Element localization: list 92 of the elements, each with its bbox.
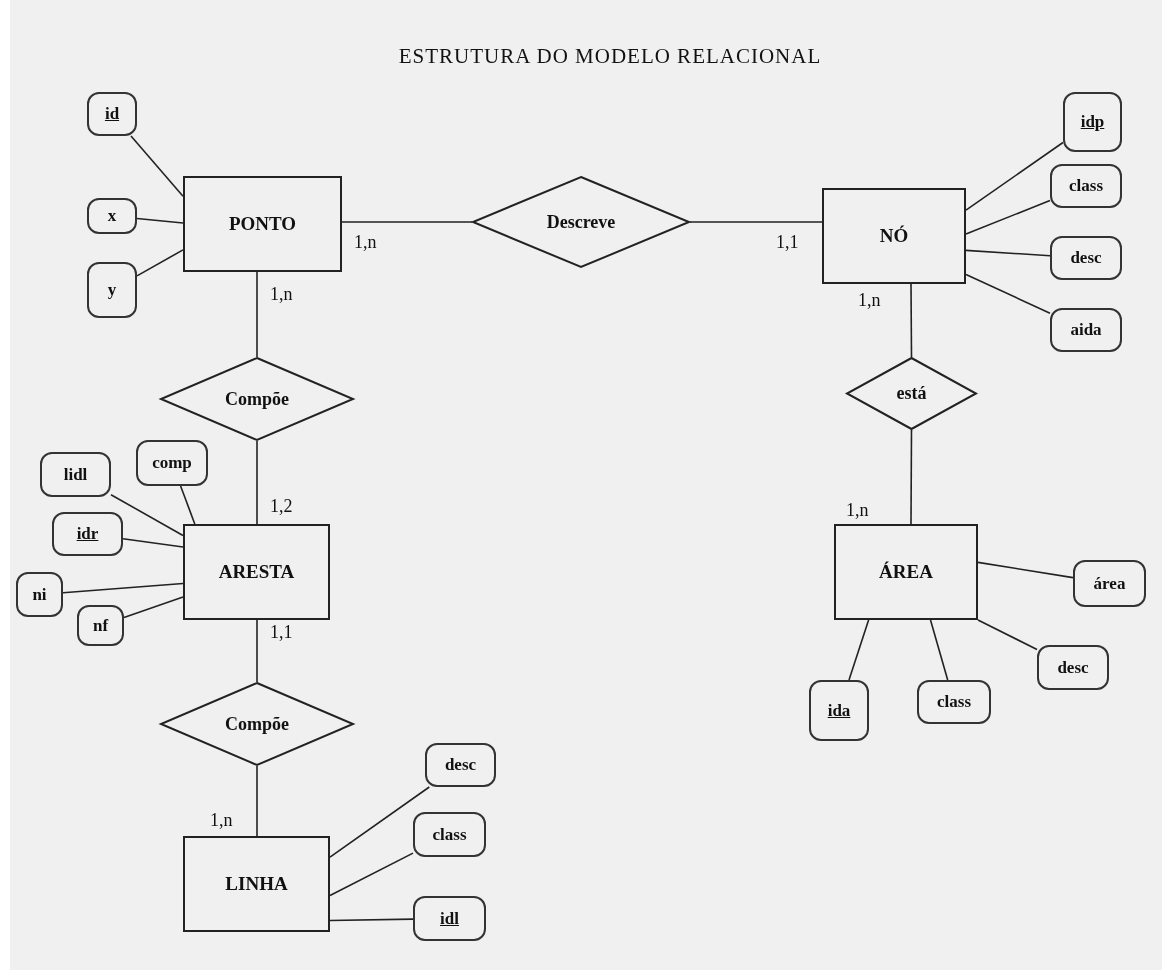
connector-line: [977, 561, 1074, 579]
connector-line: [965, 273, 1051, 315]
connector-line: [329, 918, 414, 922]
connector-line: [965, 199, 1051, 235]
connector-line: [256, 440, 258, 525]
connector-line: [977, 619, 1038, 651]
attribute-box: [87, 92, 137, 136]
entity-box: [822, 188, 966, 284]
entity-box: [183, 836, 330, 932]
key-attribute-name: idr: [76, 524, 99, 544]
key-attribute-name: idp: [1080, 112, 1105, 132]
attribute-name: aida: [1070, 320, 1102, 340]
connector-line: [122, 538, 184, 548]
attribute-box: [77, 605, 124, 646]
relationship-diamond: [160, 682, 354, 766]
diagram-title: ESTRUTURA DO MODELO RELACIONAL: [397, 44, 823, 69]
entity-box: [834, 524, 978, 620]
cardinality-label: 1,1: [270, 622, 293, 643]
attribute-box: [136, 440, 208, 486]
attribute-box: [1063, 92, 1122, 152]
cardinality-label: 1,n: [846, 500, 869, 521]
attribute-name: lidl: [63, 464, 88, 485]
attribute-box: [87, 262, 137, 318]
attribute-name: class: [1069, 176, 1103, 196]
attribute-name: x: [107, 206, 117, 226]
attribute-name: y: [107, 280, 117, 300]
connector-line: [910, 283, 913, 358]
connector-line: [179, 485, 196, 525]
entity-box: [183, 524, 330, 620]
attribute-name: class: [432, 824, 467, 845]
connector-line: [689, 221, 823, 223]
entity-name: LINHA: [225, 873, 288, 895]
attribute-box: [87, 198, 137, 234]
attribute-box: [52, 512, 123, 556]
attribute-name: desc: [1057, 657, 1089, 678]
connector-line: [965, 249, 1051, 257]
attribute-box: [917, 680, 991, 724]
connector-line: [965, 141, 1064, 211]
relationship-name: Compõe: [225, 713, 289, 735]
attribute-box: [1050, 236, 1122, 280]
attribute-name: desc: [444, 755, 477, 775]
connector-line: [123, 596, 184, 619]
cardinality-label: 1,2: [270, 496, 293, 517]
entity-box: [183, 176, 342, 272]
attribute-box: [1073, 560, 1146, 607]
entity-name: NÓ: [879, 225, 909, 247]
attribute-name: nf: [92, 615, 109, 636]
cardinality-label: 1,n: [858, 290, 881, 311]
attribute-box: [413, 812, 486, 857]
relationship-name: está: [896, 383, 927, 404]
cardinality-label: 1,n: [210, 810, 233, 831]
connector-line: [136, 217, 184, 224]
cardinality-label: 1,1: [776, 232, 799, 253]
attribute-box: [1050, 164, 1122, 208]
key-attribute-name: id: [104, 104, 120, 124]
attribute-box: [40, 452, 111, 497]
relationship-name: Descreve: [546, 211, 616, 233]
attribute-name: comp: [152, 453, 192, 473]
entity-name: PONTO: [228, 213, 297, 235]
connector-line: [130, 135, 184, 197]
cardinality-label: 1,n: [354, 232, 377, 253]
key-attribute-name: ida: [827, 700, 851, 721]
connector-line: [256, 765, 258, 837]
relationship-diamond: [160, 357, 354, 441]
connector-line: [136, 249, 184, 277]
connector-line: [910, 429, 913, 525]
connector-line: [256, 619, 258, 683]
connector-line: [341, 221, 473, 223]
relationship-diamond: [846, 357, 977, 430]
attribute-box: [809, 680, 869, 741]
connector-line: [329, 786, 431, 858]
entity-name: ÁREA: [879, 561, 933, 583]
connector-line: [848, 619, 870, 681]
entity-name: ARESTA: [218, 561, 295, 583]
attribute-name: área: [1093, 573, 1126, 594]
attribute-box: [1037, 645, 1109, 690]
attribute-name: desc: [1070, 248, 1102, 268]
connector-line: [62, 582, 184, 594]
key-attribute-name: idl: [440, 908, 459, 929]
connector-line: [329, 852, 414, 897]
connector-line: [929, 619, 949, 681]
connector-line: [110, 493, 184, 537]
attribute-box: [16, 572, 63, 617]
attribute-box: [425, 743, 496, 787]
relationship-name: Compõe: [225, 388, 289, 410]
connector-line: [256, 271, 258, 358]
attribute-name: class: [937, 692, 971, 712]
relationship-diamond: [472, 176, 690, 268]
cardinality-label: 1,n: [270, 284, 293, 305]
attribute-box: [413, 896, 486, 941]
attribute-box: [1050, 308, 1122, 352]
attribute-name: ni: [32, 584, 47, 605]
